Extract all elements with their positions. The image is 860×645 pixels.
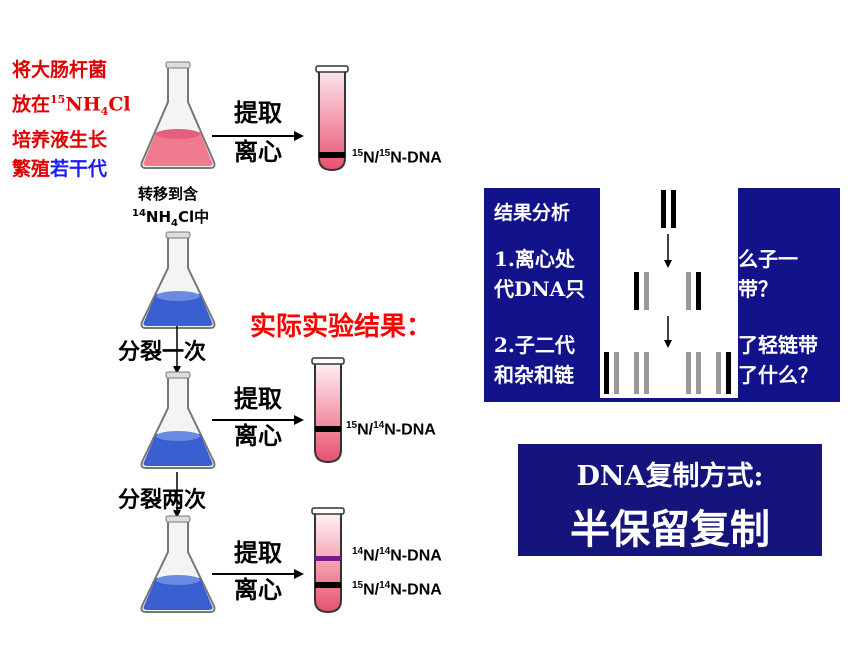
band-heavy xyxy=(319,152,345,158)
gen1-old-b xyxy=(696,272,701,310)
step3-centrifuge: 离心 xyxy=(234,576,282,604)
step3-extract: 提取 xyxy=(234,539,282,567)
flask-blue-1 xyxy=(140,231,216,329)
gen2-1 xyxy=(604,352,609,394)
conclusion-line2: 半保留复制 xyxy=(570,507,770,553)
q2-line2-a: 和杂和链 xyxy=(494,363,574,387)
gen2-6 xyxy=(696,352,701,394)
result-title: 实际实验结果： xyxy=(250,312,433,342)
arrow-step2 xyxy=(212,415,304,425)
step2-centrifuge: 离心 xyxy=(234,422,282,450)
parent-strand-a xyxy=(661,190,666,228)
tube2-label: 15N/14N-DNA xyxy=(346,420,436,439)
gen2-3 xyxy=(634,352,639,394)
tube3-label-bottom: 15N/14N-DNA xyxy=(352,580,442,599)
transfer-line-1: 转移到含 xyxy=(138,185,199,203)
analysis-heading: 结果分析 xyxy=(494,202,571,224)
band-hybrid-2 xyxy=(315,582,341,588)
transfer-line-2: 14NH4Cl中 xyxy=(132,208,210,229)
q2-line1-b: 了轻链带 xyxy=(738,333,818,357)
gen2-4 xyxy=(644,352,649,394)
arrow-step1 xyxy=(212,131,304,141)
intro-line-1: 将大肠杆菌 xyxy=(12,59,108,81)
tube-2 xyxy=(311,357,345,464)
q2-line2-b: 了什么？ xyxy=(738,363,818,387)
step1-centrifuge: 离心 xyxy=(234,138,282,166)
divide-once-label: 分裂一次 xyxy=(118,340,207,365)
gen2-5 xyxy=(686,352,691,394)
tube-3 xyxy=(311,507,345,614)
band-hybrid xyxy=(315,426,341,432)
gen2-8 xyxy=(726,352,731,394)
flask-blue-3 xyxy=(140,515,216,613)
q1-line2-b: 带？ xyxy=(738,277,778,301)
arrow-step3 xyxy=(212,569,304,579)
flask-blue-2 xyxy=(140,371,216,469)
conclusion-box: DNA复制方式: 半保留复制 xyxy=(518,444,822,556)
step2-extract: 提取 xyxy=(234,385,282,413)
step1-extract: 提取 xyxy=(234,99,282,127)
conclusion-line1: DNA复制方式: xyxy=(576,461,764,492)
gen1-new-b xyxy=(686,272,691,310)
tube-1 xyxy=(315,65,349,172)
gen1-old-a xyxy=(634,272,639,310)
replication-strands-panel xyxy=(600,186,738,398)
tube3-label-top: 14N/14N-DNA xyxy=(352,546,442,565)
divide-twice-label: 分裂两次 xyxy=(118,488,207,513)
intro-text: 将大肠杆菌 放在15NH4Cl 培养液生长 繁殖若干代 xyxy=(12,56,152,184)
gen2-2 xyxy=(614,352,619,394)
intro-line-3: 培养液生长 xyxy=(12,129,108,152)
q1-line2-a: 代DNA只 xyxy=(494,277,586,301)
flask-red xyxy=(140,61,216,169)
transfer-text: 转移到含 14NH4Cl中 xyxy=(132,184,209,234)
intro-line-4: 繁殖若干代 xyxy=(12,158,108,181)
gen1-new-a xyxy=(644,272,649,310)
q1-line1-b: 么子一 xyxy=(738,247,798,271)
tube1-label: 15N/15N-DNA xyxy=(352,148,442,167)
q1-line1-a: 1.离心处 xyxy=(494,247,575,271)
gen2-7 xyxy=(716,352,721,394)
parent-strand-b xyxy=(671,190,676,228)
arrow-divide-twice xyxy=(173,472,181,518)
band-light xyxy=(315,556,341,561)
arrow-divide-once xyxy=(173,326,181,374)
q2-line1-a: 2.子二代 xyxy=(494,333,575,357)
intro-line-2: 放在15NH4Cl xyxy=(12,93,131,119)
